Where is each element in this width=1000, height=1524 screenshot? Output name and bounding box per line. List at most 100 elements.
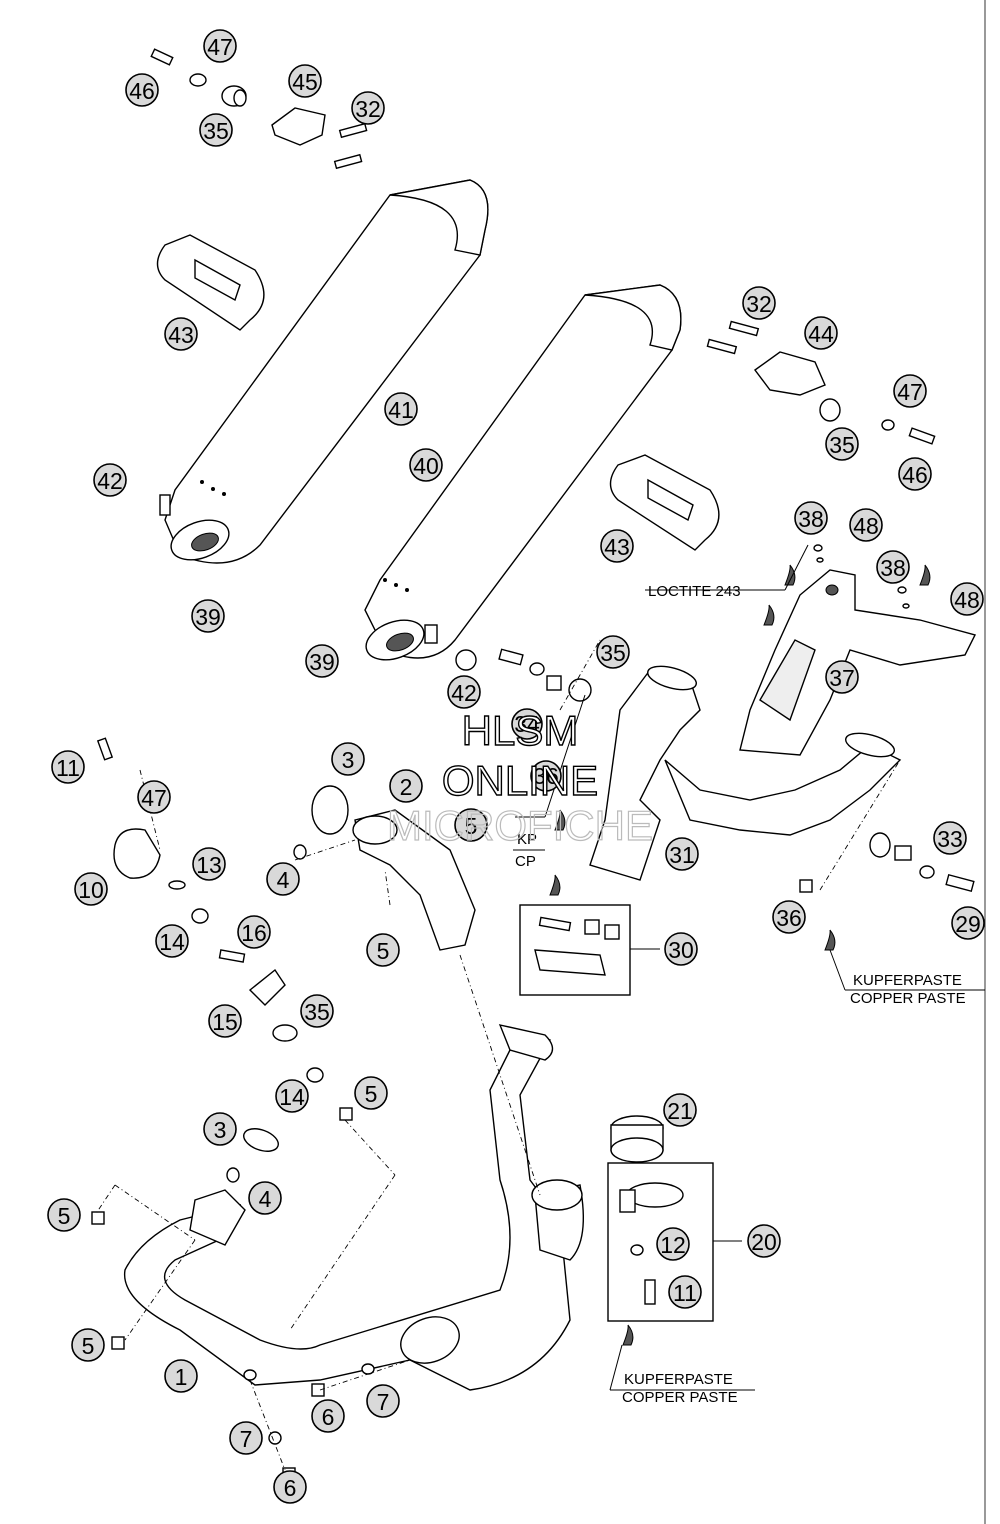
callout-31: 31 [665, 837, 699, 871]
svg-text:2: 2 [400, 774, 413, 800]
callout-5: 5 [366, 933, 400, 967]
callout-37: 37 [825, 660, 859, 694]
svg-text:35: 35 [203, 118, 229, 144]
svg-text:5: 5 [58, 1203, 71, 1229]
callout-32: 32 [351, 91, 385, 125]
rear-subframe [589, 665, 975, 893]
watermark-line-3: MICROFICHE [387, 802, 653, 849]
callout-35: 35 [199, 113, 233, 147]
svg-text:15: 15 [212, 1009, 238, 1035]
callout-3: 3 [203, 1112, 237, 1146]
callout-16: 16 [237, 915, 271, 949]
loctite-note: LOCTITE 243 [648, 583, 741, 600]
svg-text:43: 43 [604, 534, 630, 560]
callout-45: 45 [288, 64, 322, 98]
svg-text:7: 7 [377, 1389, 390, 1415]
svg-text:48: 48 [954, 587, 980, 613]
svg-text:35: 35 [304, 999, 330, 1025]
callout-46: 46 [898, 457, 932, 491]
svg-text:20: 20 [751, 1229, 777, 1255]
svg-text:38: 38 [798, 506, 824, 532]
callout-29: 29 [951, 906, 985, 940]
callout-21: 21 [663, 1093, 697, 1127]
callout-35: 35 [596, 635, 630, 669]
callout-6: 6 [273, 1470, 307, 1504]
svg-text:16: 16 [241, 920, 267, 946]
callout-4: 4 [266, 862, 300, 896]
callout-3: 3 [331, 742, 365, 776]
right-muffler [364, 284, 682, 661]
callout-39: 39 [305, 644, 339, 678]
callout-48: 48 [950, 582, 984, 616]
callout-42: 42 [93, 463, 127, 497]
callout-5: 5 [354, 1076, 388, 1110]
callout-overlay-34: 34 [511, 708, 543, 740]
callout-39: 39 [191, 599, 225, 633]
svg-text:43: 43 [168, 322, 194, 348]
svg-text:12: 12 [660, 1232, 686, 1258]
svg-text:32: 32 [355, 96, 381, 122]
svg-text:35: 35 [829, 432, 855, 458]
svg-text:1: 1 [175, 1364, 188, 1390]
callout-30: 30 [664, 932, 698, 966]
svg-text:33: 33 [937, 826, 963, 852]
callout-10: 10 [74, 872, 108, 906]
svg-text:4: 4 [259, 1186, 272, 1212]
svg-text:4: 4 [277, 867, 290, 893]
svg-text:35: 35 [600, 640, 626, 666]
callout-38: 38 [876, 550, 910, 584]
svg-text:29: 29 [955, 911, 981, 937]
svg-text:32: 32 [746, 291, 772, 317]
callout-44: 44 [804, 316, 838, 350]
center-hardware [455, 648, 592, 702]
callout-5: 5 [71, 1328, 105, 1362]
callout-47: 47 [893, 374, 927, 408]
callout-20: 20 [747, 1224, 781, 1258]
callout-35: 35 [825, 427, 859, 461]
svg-text:45: 45 [292, 69, 318, 95]
svg-text:40: 40 [413, 453, 439, 479]
callout-40: 40 [409, 448, 443, 482]
callout-11: 11 [668, 1275, 702, 1309]
callout-32: 32 [742, 286, 776, 320]
svg-text:6: 6 [284, 1475, 297, 1501]
svg-text:39: 39 [309, 649, 335, 675]
svg-text:31: 31 [669, 842, 695, 868]
left-clamp-hardware [96, 737, 353, 1121]
callout-43: 43 [600, 529, 634, 563]
watermark-line-2: ONLINE [442, 757, 598, 804]
svg-text:13: 13 [196, 852, 222, 878]
svg-text:39: 39 [195, 604, 221, 630]
callout-4: 4 [248, 1181, 282, 1215]
callout-7: 7 [229, 1421, 263, 1455]
svg-text:11: 11 [56, 755, 80, 781]
callout-1: 1 [164, 1359, 198, 1393]
svg-text:10: 10 [78, 877, 104, 903]
callout-42: 42 [447, 675, 481, 709]
callout-6: 6 [311, 1399, 345, 1433]
callout-48: 48 [849, 508, 883, 542]
svg-text:11: 11 [673, 1280, 697, 1306]
callout-46: 46 [125, 73, 159, 107]
svg-text:14: 14 [159, 929, 185, 955]
top-right-hardware [706, 320, 936, 445]
callout-14: 14 [155, 924, 189, 958]
svg-text:47: 47 [897, 379, 923, 405]
copper-paste-note-right: COPPER PASTE [850, 990, 966, 1007]
top-left-hardware [150, 48, 368, 170]
callout-47: 47 [137, 780, 171, 814]
callout-14: 14 [275, 1079, 309, 1113]
sealant-markers [549, 544, 931, 1346]
svg-text:21: 21 [667, 1098, 693, 1124]
svg-text:34: 34 [514, 711, 540, 737]
svg-text:38: 38 [880, 555, 906, 581]
left-bracket [156, 234, 265, 331]
svg-text:7: 7 [240, 1426, 253, 1452]
callout-11: 11 [51, 750, 85, 784]
rear-manifold [293, 785, 476, 951]
callout-35: 35 [300, 994, 334, 1028]
svg-text:5: 5 [377, 938, 390, 964]
svg-text:3: 3 [342, 747, 355, 773]
callout-5: 5 [47, 1198, 81, 1232]
